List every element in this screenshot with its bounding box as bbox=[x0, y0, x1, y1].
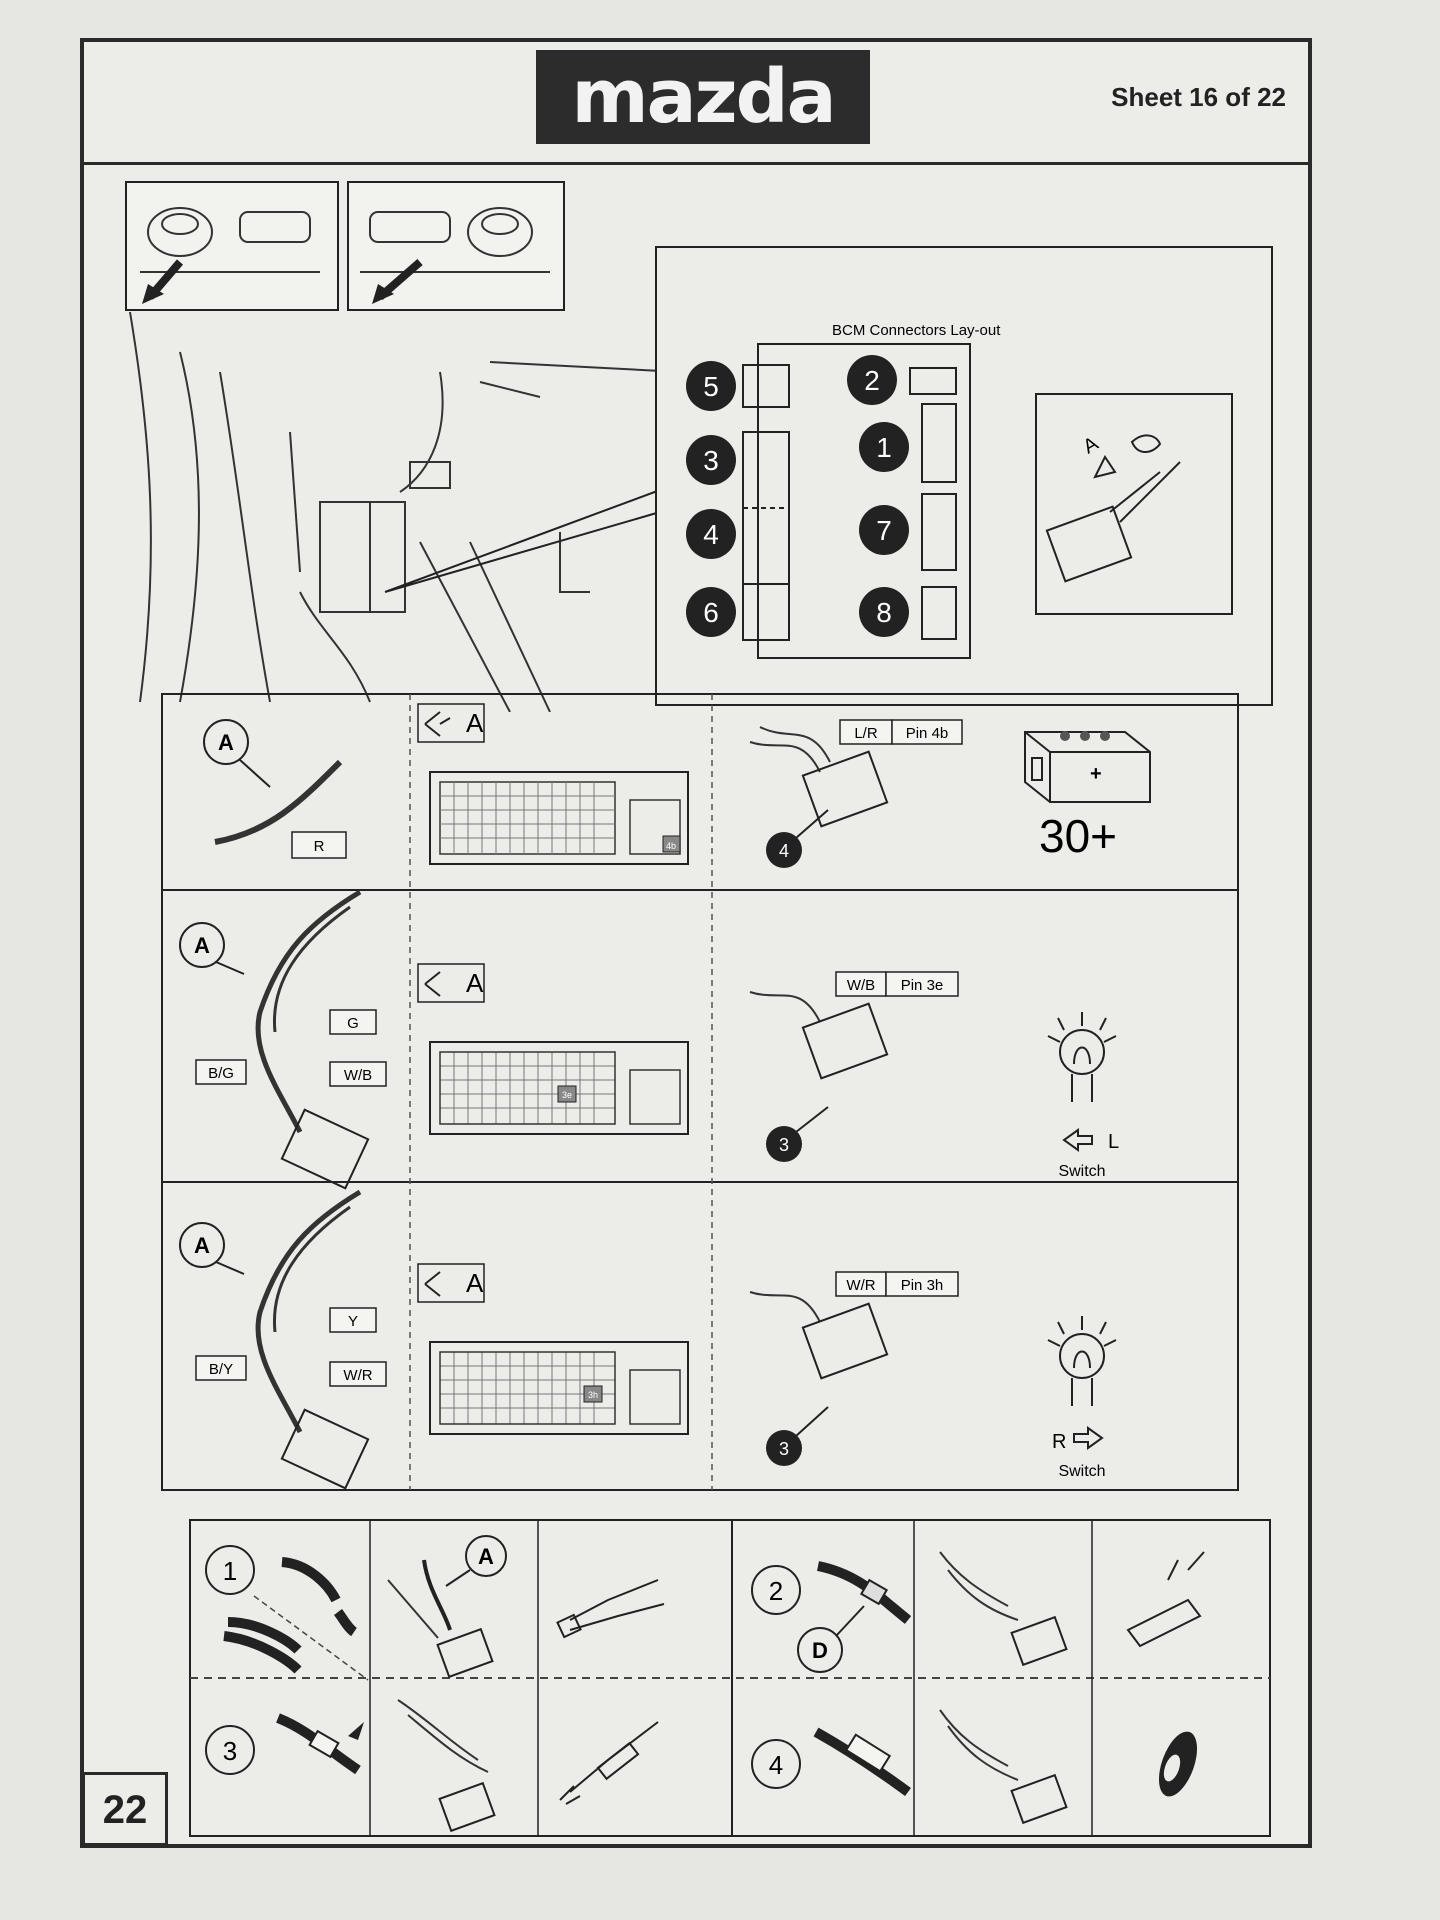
callout-wire: L/R bbox=[854, 725, 878, 742]
page-number: 22 bbox=[82, 1772, 168, 1846]
wire-label: R bbox=[314, 838, 325, 855]
wire-ref-a: A bbox=[218, 730, 234, 755]
view-label: A bbox=[466, 708, 484, 738]
step-4: 4 bbox=[751, 1709, 1198, 1825]
bcm-layout-section: BCM Connectors Lay-out 5 3 4 6 2 1 7 bbox=[125, 181, 1273, 712]
wire-ref-a: A bbox=[194, 1233, 210, 1258]
connector-badge: 3 bbox=[779, 1135, 789, 1155]
callout-pin: Pin 3e bbox=[901, 977, 944, 994]
step-1: 1 A bbox=[205, 1535, 665, 1681]
view-label: A bbox=[466, 968, 484, 998]
voltage-label: 30+ bbox=[1039, 810, 1117, 862]
wire-label: W/B bbox=[344, 1067, 372, 1084]
sheet-label: Sheet 16 of 22 bbox=[1111, 82, 1286, 112]
wire-label: W/R bbox=[343, 1367, 372, 1384]
step-3: 3 bbox=[205, 1699, 659, 1833]
view-a-inset: A bbox=[1035, 393, 1233, 615]
callout-pin: Pin 3h bbox=[901, 1277, 944, 1294]
wire-label: Y bbox=[348, 1313, 358, 1330]
crimp-tool-icon bbox=[556, 1579, 665, 1639]
switch-direction: L bbox=[1108, 1131, 1119, 1153]
crimp-closeup-icon bbox=[1126, 1551, 1205, 1648]
soldering-iron-icon bbox=[559, 1721, 659, 1805]
connector-badge: 3 bbox=[779, 1439, 789, 1459]
step-number: 2 bbox=[769, 1576, 783, 1606]
step-number: 4 bbox=[769, 1750, 783, 1780]
switch-light-icon bbox=[1047, 1012, 1117, 1152]
instruction-sheet: mazda Sheet 16 of 22 bbox=[80, 38, 1312, 1848]
wiring-row-3: A Y B/Y W/R A 3h W bbox=[179, 1189, 1117, 1490]
tape-roll-icon bbox=[1158, 1731, 1198, 1797]
connector-1-badge: 1 bbox=[876, 432, 892, 463]
mazda-logo: mazda bbox=[536, 50, 870, 144]
connector-5-badge: 5 bbox=[703, 371, 719, 402]
pin-label: 4b bbox=[666, 841, 676, 851]
callout-wire: W/R bbox=[846, 1277, 875, 1294]
switch-light-icon bbox=[1047, 1316, 1117, 1450]
step-number: 3 bbox=[223, 1736, 237, 1766]
switch-direction: R bbox=[1052, 1431, 1066, 1453]
switch-label: Switch bbox=[1058, 1163, 1105, 1180]
splice-steps-section: 1 A 2 D bbox=[189, 1519, 1271, 1837]
battery-icon: + bbox=[1024, 731, 1151, 803]
wire-ref-a: A bbox=[478, 1544, 494, 1569]
dashboard-lhd-thumbnail bbox=[125, 181, 339, 311]
pin-label: 3e bbox=[562, 1090, 572, 1100]
wire-label: B/Y bbox=[209, 1361, 233, 1378]
dashboard-rhd-thumbnail bbox=[347, 181, 565, 311]
wire-ref-a: A bbox=[194, 933, 210, 958]
wiring-row-2: A G B/G W/B A 3e W bbox=[179, 889, 1119, 1190]
svg-text:+: + bbox=[1090, 763, 1102, 785]
wire-label: G bbox=[347, 1015, 359, 1032]
connector-4-badge: 4 bbox=[703, 519, 719, 550]
pin-label: 3h bbox=[588, 1390, 598, 1400]
connector-3-badge: 3 bbox=[703, 445, 719, 476]
switch-label: Switch bbox=[1058, 1463, 1105, 1480]
wire-label: B/G bbox=[208, 1065, 234, 1082]
connector-6-badge: 6 bbox=[703, 597, 719, 628]
view-label: A bbox=[466, 1268, 484, 1298]
bcm-layout-title: BCM Connectors Lay-out bbox=[832, 322, 1001, 339]
step-number: 1 bbox=[223, 1556, 237, 1586]
connector-7-badge: 7 bbox=[876, 515, 892, 546]
connector-2-badge: 2 bbox=[864, 365, 880, 396]
splice-ref-d: D bbox=[812, 1638, 828, 1663]
under-dash-illustration bbox=[129, 311, 681, 712]
connector-8-badge: 8 bbox=[876, 597, 892, 628]
connector-badge: 4 bbox=[779, 841, 789, 861]
callout-wire: W/B bbox=[847, 977, 875, 994]
step-2: 2 D bbox=[751, 1551, 1205, 1673]
wiring-row-1: A R A 4b L/R Pin 4b 4 bbox=[203, 703, 1151, 868]
bcm-connector-grid: 5 3 4 6 2 1 7 8 bbox=[686, 355, 957, 641]
wiring-rows-section: A R A 4b L/R Pin 4b 4 bbox=[161, 693, 1239, 1491]
sheet-header: mazda Sheet 16 of 22 bbox=[84, 42, 1308, 165]
callout-pin: Pin 4b bbox=[906, 725, 949, 742]
